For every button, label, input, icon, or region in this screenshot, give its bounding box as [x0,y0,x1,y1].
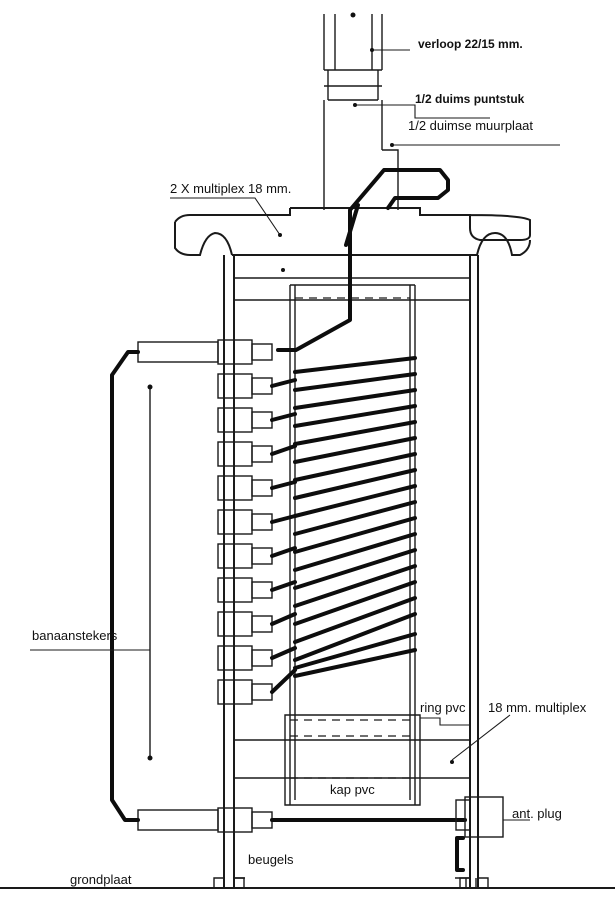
banana-cable [110,341,219,831]
top-pipe [323,12,399,210]
label-muurplaat: 1/2 duimse muurplaat [408,118,533,133]
top-bracket [174,207,531,256]
feed-wire [276,168,450,352]
beugels [213,877,489,888]
label-puntstuk: 1/2 duims puntstuk [415,92,525,106]
frame [223,255,479,888]
connectors [217,339,273,833]
label-multiplex-top: 2 X multiplex 18 mm. [170,181,291,196]
label-grondplaat: grondplaat [70,872,132,887]
tap-leads [270,378,297,694]
label-kap-pvc: kap pvc [330,782,375,797]
label-banaanstekers: banaanstekers [32,628,118,643]
antenna-plug [455,796,504,888]
label-ant-plug: ant. plug [512,806,562,821]
label-multiplex-mid: 18 mm. multiplex [488,700,587,715]
label-verloop: verloop 22/15 mm. [418,37,523,51]
coil [293,356,417,678]
leader-lines [30,48,560,821]
pvc-tube [284,284,421,806]
label-ring-pvc: ring pvc [420,700,466,715]
label-beugels: beugels [248,852,294,867]
